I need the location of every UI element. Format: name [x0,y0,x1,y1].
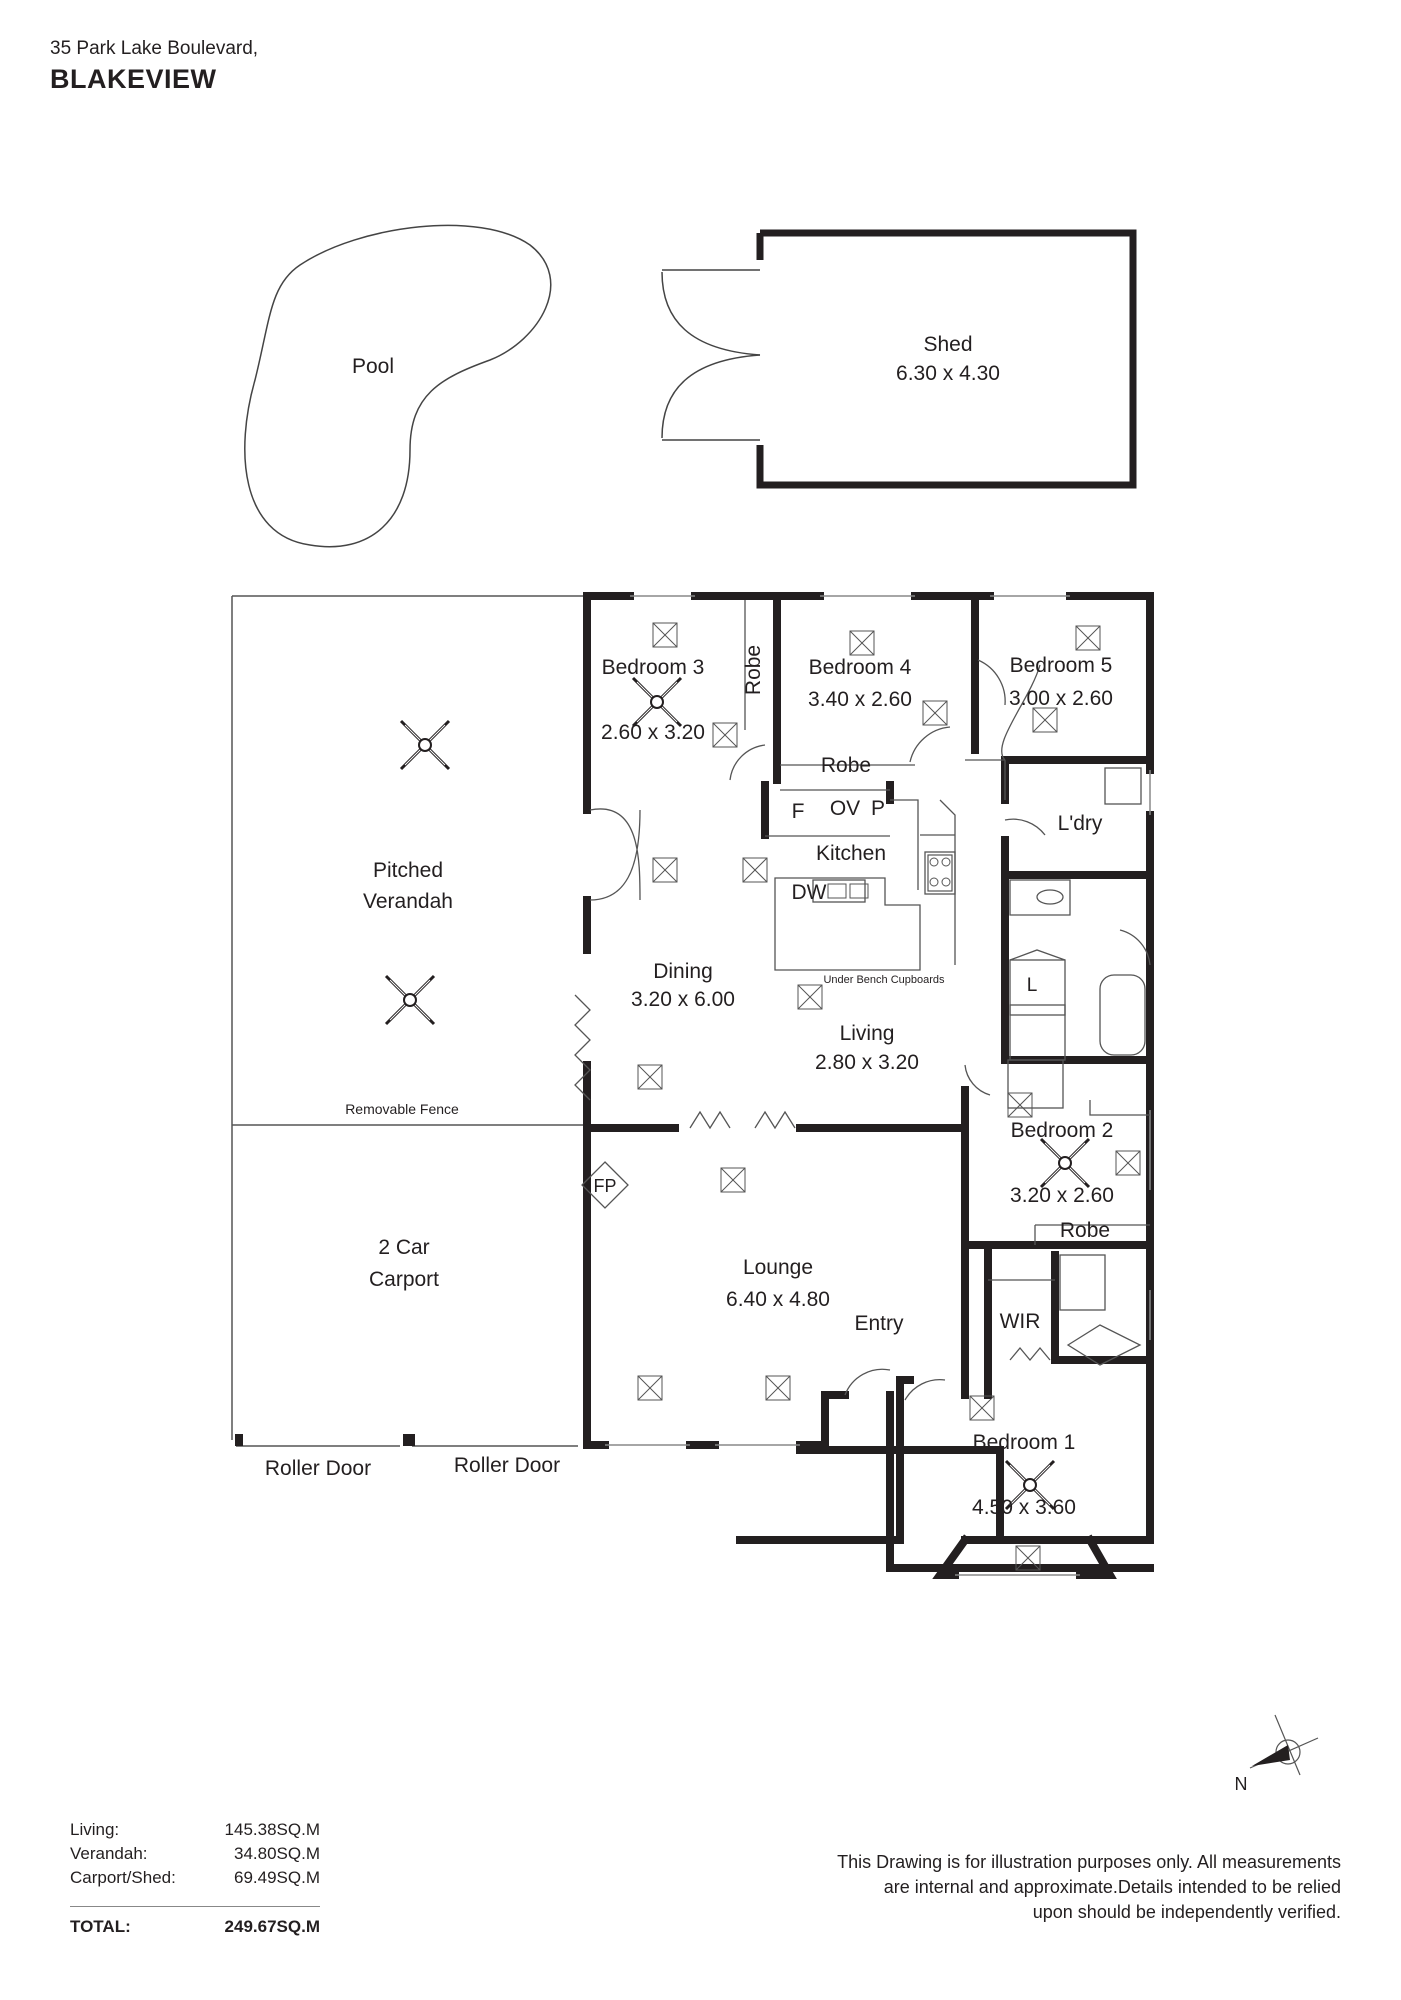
dining-label: Dining [653,960,713,983]
area-label: Carport/Shed: [70,1868,176,1887]
disclaimer-line: This Drawing is for illustration purpose… [837,1852,1341,1872]
bedroom-3-size: 2.60 x 3.20 [601,721,705,744]
house-walls [583,592,1154,1579]
sink-icon [827,883,847,899]
area-value: 69.49SQ.M [234,1868,320,1887]
bedroom-4-label: Bedroom 4 [809,656,912,679]
property-suburb: BLAKEVIEW [50,64,217,94]
shed-size: 6.30 x 4.30 [896,362,1000,385]
north-arrow-icon [1249,1714,1319,1776]
carport-post [403,1434,415,1446]
verandah-carport-outline [231,595,584,1447]
internal-details [744,600,1150,1366]
bedroom-2-size: 3.20 x 2.60 [1010,1184,1114,1207]
north-label: N [1235,1774,1248,1794]
robe-label: Robe [821,754,871,777]
pool-outline [244,224,552,548]
oven-label: OV [830,797,860,820]
bedroom-1-size: 4.50 x 3.60 [972,1496,1076,1519]
door-swings [574,659,1151,1401]
hob-icon [929,877,939,887]
total-value: 249.67SQ.M [224,1917,320,1936]
area-summary: Living: 145.38SQ.M Verandah: 34.80SQ.M C… [70,1820,320,1941]
ceiling-fan-icon [399,719,451,771]
property-address: 35 Park Lake Boulevard, [50,38,259,59]
laundry-label: L'dry [1058,812,1103,835]
area-value: 145.38SQ.M [224,1820,320,1839]
bedroom-5-size: 3.00 x 2.60 [1009,687,1113,710]
area-row: Living: 145.38SQ.M [70,1820,320,1844]
entry-label: Entry [854,1312,904,1335]
area-row: Carport/Shed: 69.49SQ.M [70,1868,320,1892]
total-label: TOTAL: [70,1917,131,1936]
shed [661,229,1137,489]
area-label: Living: [70,1820,120,1839]
under-bench-label: Under Bench Cupboards [823,974,945,986]
sink-icon [849,883,869,899]
disclaimer-line: are internal and approximate.Details int… [883,1877,1341,1897]
dishwasher-label: DW [792,881,827,904]
carport-label-2: Carport [369,1268,439,1291]
fridge-label: F [792,800,805,823]
bedroom-5-label: Bedroom 5 [1010,654,1113,677]
carport-label-1: 2 Car [378,1236,429,1259]
disclaimer: This Drawing is for illustration purpose… [721,1850,1341,1925]
hob-icon [941,857,951,867]
pantry-label: P [871,797,885,820]
fireplace-label: FP [593,1176,616,1196]
lounge-label: Lounge [743,1256,813,1279]
dining-size: 3.20 x 6.00 [631,988,735,1011]
robe-label: Robe [742,645,765,695]
area-value: 34.80SQ.M [234,1844,320,1863]
robe-label: Robe [1060,1219,1110,1242]
shed-label: Shed [923,333,972,356]
hob-icon [929,857,939,867]
area-total-row: TOTAL: 249.67SQ.M [70,1917,320,1941]
living-size: 2.80 x 3.20 [815,1051,919,1074]
bedroom-4-size: 3.40 x 2.60 [808,688,912,711]
linen-label: L [1027,975,1038,996]
roller-door-label: Roller Door [454,1454,560,1477]
carport-post [235,1434,243,1446]
fireplace-outline [581,1161,629,1209]
kitchen-label: Kitchen [816,842,886,865]
bedroom-1-label: Bedroom 1 [973,1431,1076,1454]
windows [605,595,1151,1576]
ceiling-fan-icon [384,974,436,1026]
divider [70,1906,320,1907]
verandah-label-2: Verandah [363,890,453,913]
pool-label: Pool [352,355,394,378]
living-label: Living [840,1022,895,1045]
disclaimer-line: upon should be independently verified. [1032,1902,1341,1922]
bedroom-2-label: Bedroom 2 [1011,1119,1114,1142]
bedroom-3-label: Bedroom 3 [602,656,705,679]
wir-label: WIR [1000,1310,1041,1333]
area-label: Verandah: [70,1844,148,1863]
removable-fence-label: Removable Fence [345,1101,459,1117]
cooktop-icon [927,854,953,892]
lounge-size: 6.40 x 4.80 [726,1288,830,1311]
roller-door-label: Roller Door [265,1457,371,1480]
area-row: Verandah: 34.80SQ.M [70,1844,320,1868]
hob-icon [941,877,951,887]
verandah-label-1: Pitched [373,859,443,882]
